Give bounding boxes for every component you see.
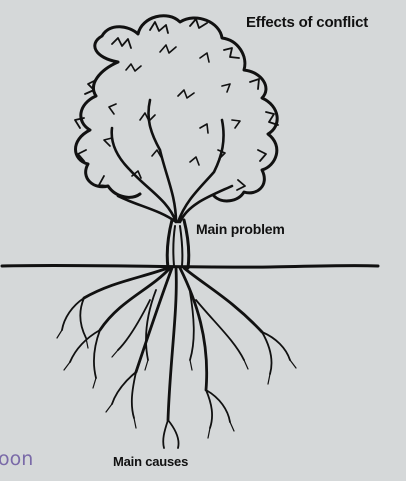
effects-label: Effects of conflict — [246, 14, 368, 31]
tree-canopy — [75, 16, 278, 222]
tree-roots — [57, 268, 296, 448]
main-problem-label: Main problem — [196, 221, 285, 237]
cropped-caption-text: oon — [0, 448, 33, 470]
tree-trunk — [167, 220, 189, 268]
main-causes-label: Main causes — [113, 454, 188, 469]
ground-line — [2, 265, 378, 267]
